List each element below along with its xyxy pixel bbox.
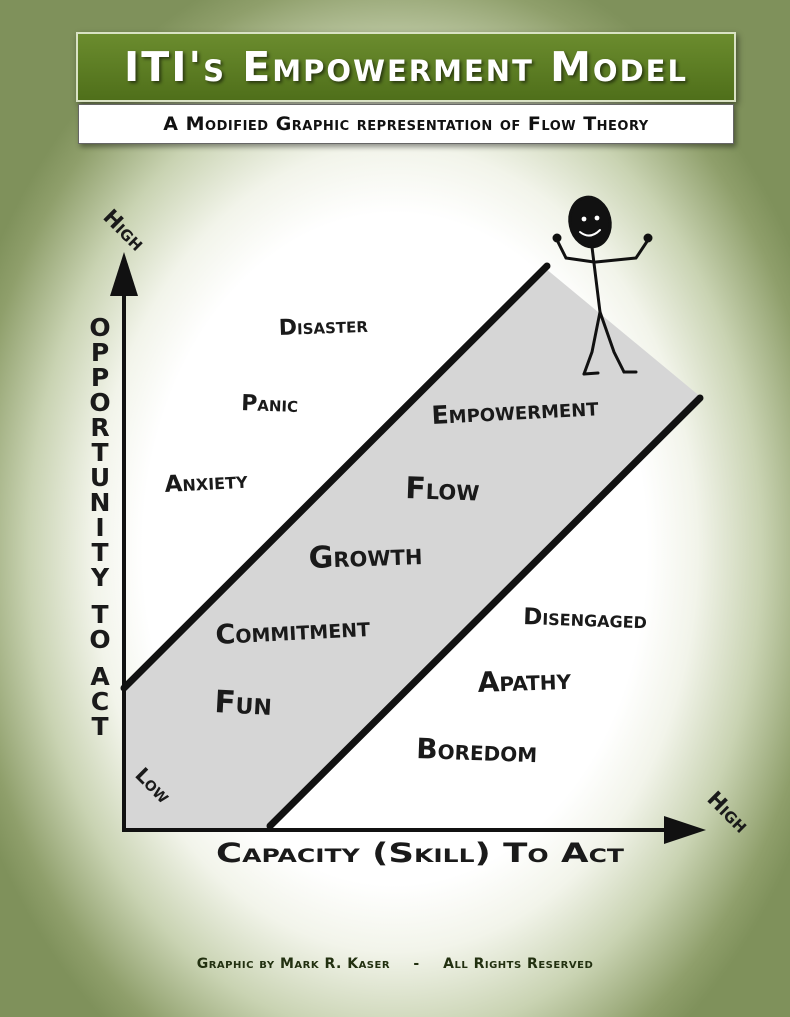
page-title: ITI's Empowerment Model	[124, 43, 688, 91]
y-axis-label-letter: P	[91, 363, 109, 392]
stick-figure-icon	[552, 195, 653, 376]
subtitle-banner: A Modified Graphic representation of Flo…	[78, 104, 734, 144]
zone-growth: Growth	[308, 537, 423, 576]
zone-panic: Panic	[241, 391, 299, 418]
upper-channel-boundary	[120, 262, 551, 692]
y-axis-label-letter: T	[91, 600, 108, 629]
x-axis-label: Capacity (Skill) To Act	[216, 838, 624, 869]
y-axis-label-letter: N	[90, 488, 111, 517]
y-axis-label-letter: C	[91, 687, 109, 716]
y-axis-label-letter: O	[89, 388, 110, 417]
y-axis-label-letter: O	[89, 313, 110, 342]
zone-flow: Flow	[405, 471, 480, 509]
zone-apathy: Apathy	[477, 663, 572, 699]
y-axis-label-letter: T	[91, 712, 108, 741]
footer-credit: Graphic by Mark R. Kaser - All Rights Re…	[0, 956, 790, 972]
zone-disengaged: Disengaged	[523, 604, 648, 634]
zone-fun: Fun	[214, 684, 273, 723]
y-axis-label-letter: I	[95, 513, 104, 542]
zone-boredom: Boredom	[416, 732, 538, 769]
flow-channel-band	[124, 268, 702, 828]
x-axis-arrow-icon	[664, 816, 706, 844]
zone-anxiety: Anxiety	[164, 468, 249, 498]
x-axis-high-label: High	[702, 787, 753, 838]
y-axis-label-letter: P	[91, 338, 109, 367]
page-subtitle: A Modified Graphic representation of Flo…	[163, 113, 649, 135]
y-axis-label-letter: T	[91, 538, 108, 567]
y-axis-label-letter: O	[89, 625, 110, 654]
lower-channel-boundary	[266, 394, 704, 830]
y-axis-label-letter: U	[90, 463, 110, 492]
zone-disaster: Disaster	[278, 313, 368, 341]
y-axis-label-letter: Y	[90, 563, 110, 592]
y-axis-high-label: High	[98, 205, 149, 256]
footer-separator: -	[413, 956, 420, 972]
y-axis-arrow-icon	[110, 252, 138, 296]
y-axis-label-letter: T	[91, 438, 108, 467]
y-axis-label-letter: A	[90, 662, 110, 691]
y-axis-label-letter: R	[90, 413, 109, 442]
footer-author: Graphic by Mark R. Kaser	[196, 956, 391, 972]
title-banner: ITI's Empowerment Model	[76, 32, 736, 102]
footer-rights: All Rights Reserved	[443, 956, 594, 972]
